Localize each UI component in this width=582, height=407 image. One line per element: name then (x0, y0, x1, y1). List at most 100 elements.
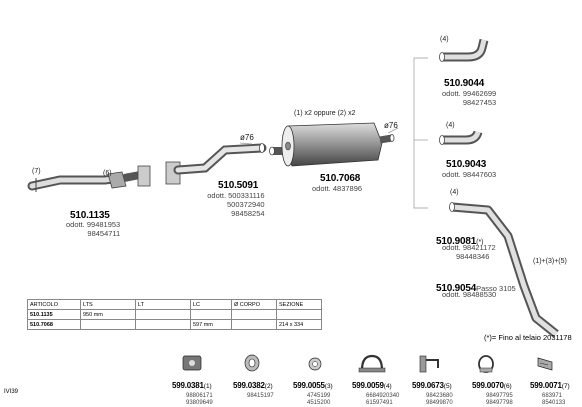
table-cell (190, 309, 232, 320)
ref-line: 98448346 (456, 252, 490, 261)
ref-line: 98415197 (247, 393, 274, 399)
part-510-9081[interactable]: 510.9081(*) (436, 231, 484, 249)
hanger-bracket-icon (419, 355, 439, 373)
table-cell: 214 x 334 (276, 319, 322, 330)
middle-pipe-drawing (165, 143, 267, 185)
accessory-number: 599.0055 (293, 381, 325, 390)
part-number: 510.7068 (320, 173, 361, 184)
accessory-number: 599.0382 (233, 381, 265, 390)
ref-line: 6684920340 (366, 393, 400, 399)
accessory-tag: (5) (443, 383, 452, 390)
ref-line: 4745199 (307, 393, 331, 399)
rubber-mount-icon (182, 355, 202, 371)
table-cell (80, 319, 136, 330)
part-number: 510.9043 (446, 159, 487, 170)
ref-line: 500372940 (227, 200, 265, 209)
ref-line: 98454711 (87, 229, 121, 238)
accessory-number: 599.0381 (172, 381, 204, 390)
ref-line: odott. 99462699 (442, 89, 497, 98)
ref-line: 98497798 (486, 400, 513, 406)
tailpipe-9081-drawing (449, 202, 559, 338)
part-number: 510.9054 (436, 283, 477, 294)
table-cell: 510.7068 (27, 319, 81, 330)
part-510-7068[interactable]: 510.7068 (320, 173, 360, 184)
part-510-9044[interactable]: 510.9044 (444, 78, 484, 89)
part-510-1135[interactable]: 510.1135 (70, 210, 110, 221)
ref-line: 98499870 (426, 400, 453, 406)
part-510-1135-refs: odott. 99481953 98454711 (66, 220, 120, 238)
table-cell: 510.1135 (27, 309, 81, 320)
table-header: LTS (80, 299, 136, 310)
ref-line: 8540133 (542, 400, 566, 406)
muffler-drawing (269, 122, 395, 167)
accessory-tag: (6) (503, 383, 512, 390)
tag-4-mid: (4) (446, 122, 455, 129)
accessory-number: 599.0070 (472, 381, 504, 390)
tag-6: (6) (103, 170, 112, 177)
part-510-7068-refs: odott. 4837896 (312, 184, 362, 193)
table-row: 510.7068 597 mm 214 x 334 (27, 319, 322, 330)
flange-gasket-icon (537, 357, 553, 371)
drawing-code: IVI39 (4, 389, 19, 395)
ref-line: odott. 99481953 (66, 220, 121, 229)
part-number: 510.9081 (436, 236, 477, 247)
footnote: (*)= Fino al telaio 2031178 (484, 333, 572, 342)
part-suffix: (*) (476, 239, 484, 246)
part-510-9054[interactable]: 510.9054Passo 3105 (436, 278, 516, 296)
table-cell (135, 319, 191, 330)
table-header: Ø CORPO (231, 299, 277, 310)
ref-line: 98497795 (486, 393, 513, 399)
ref-line: 98427453 (462, 98, 497, 107)
muffler-note: (1) x2 oppure (2) x2 (294, 110, 356, 117)
table-header: SEZIONE (276, 299, 322, 310)
ref-line: 98806171 (186, 393, 213, 399)
tag-7: (7) (32, 168, 41, 175)
table-header: LT (135, 299, 191, 310)
table-cell (276, 309, 322, 320)
u-bolt-clamp-icon (478, 355, 494, 373)
tailpipe-9044-drawing (439, 38, 489, 62)
front-pipe-drawing (27, 165, 151, 192)
part-510-9043[interactable]: 510.9043 (446, 159, 486, 170)
part-510-9054-refs: odott. 98488530 (442, 290, 496, 299)
ref-line: 683971 (542, 393, 563, 399)
accessory-refs: 98415197 (233, 393, 274, 400)
ref-line: 93809649 (186, 400, 213, 406)
part-510-5091-refs: odott. 500331116 500372940 98458254 (205, 191, 265, 218)
table-row: 510.1135 950 mm (27, 309, 322, 320)
table-header-row: ARTICOLO LTS LT LC Ø CORPO SEZIONE (27, 299, 322, 310)
part-510-9044-refs: odott. 99462699 98427453 (442, 89, 496, 107)
table-header: LC (190, 299, 232, 310)
ref-line: 98423680 (426, 393, 453, 399)
ref-line: odott. 98447603 (442, 170, 497, 179)
ref-line: 61597491 (366, 400, 393, 406)
part-number: 510.5091 (218, 180, 259, 191)
part-510-5091[interactable]: 510.5091 (218, 180, 258, 191)
part-number: 510.9044 (444, 78, 485, 89)
accessory-tag: (3) (324, 383, 333, 390)
ref-line: odott. 500331116 (207, 191, 265, 200)
pipe-clamp-icon (358, 354, 386, 373)
table-header: ARTICOLO (27, 299, 81, 310)
accessory-number: 599.0059 (352, 381, 384, 390)
combo-note: (1)+(3)+(5) (533, 258, 567, 265)
ref-line: 98458254 (231, 209, 265, 218)
accessory-tag: (1) (203, 383, 212, 390)
spec-table: ARTICOLO LTS LT LC Ø CORPO SEZIONE 510.1… (27, 299, 322, 330)
table-cell (231, 319, 277, 330)
accessory-tag: (7) (561, 383, 570, 390)
tag-4-bottom: (4) (450, 189, 459, 196)
table-cell: 597 mm (190, 319, 232, 330)
tag-4-top: (4) (440, 36, 449, 43)
accessory-599-0382[interactable]: 599.0382(2) 98415197 (233, 375, 274, 400)
